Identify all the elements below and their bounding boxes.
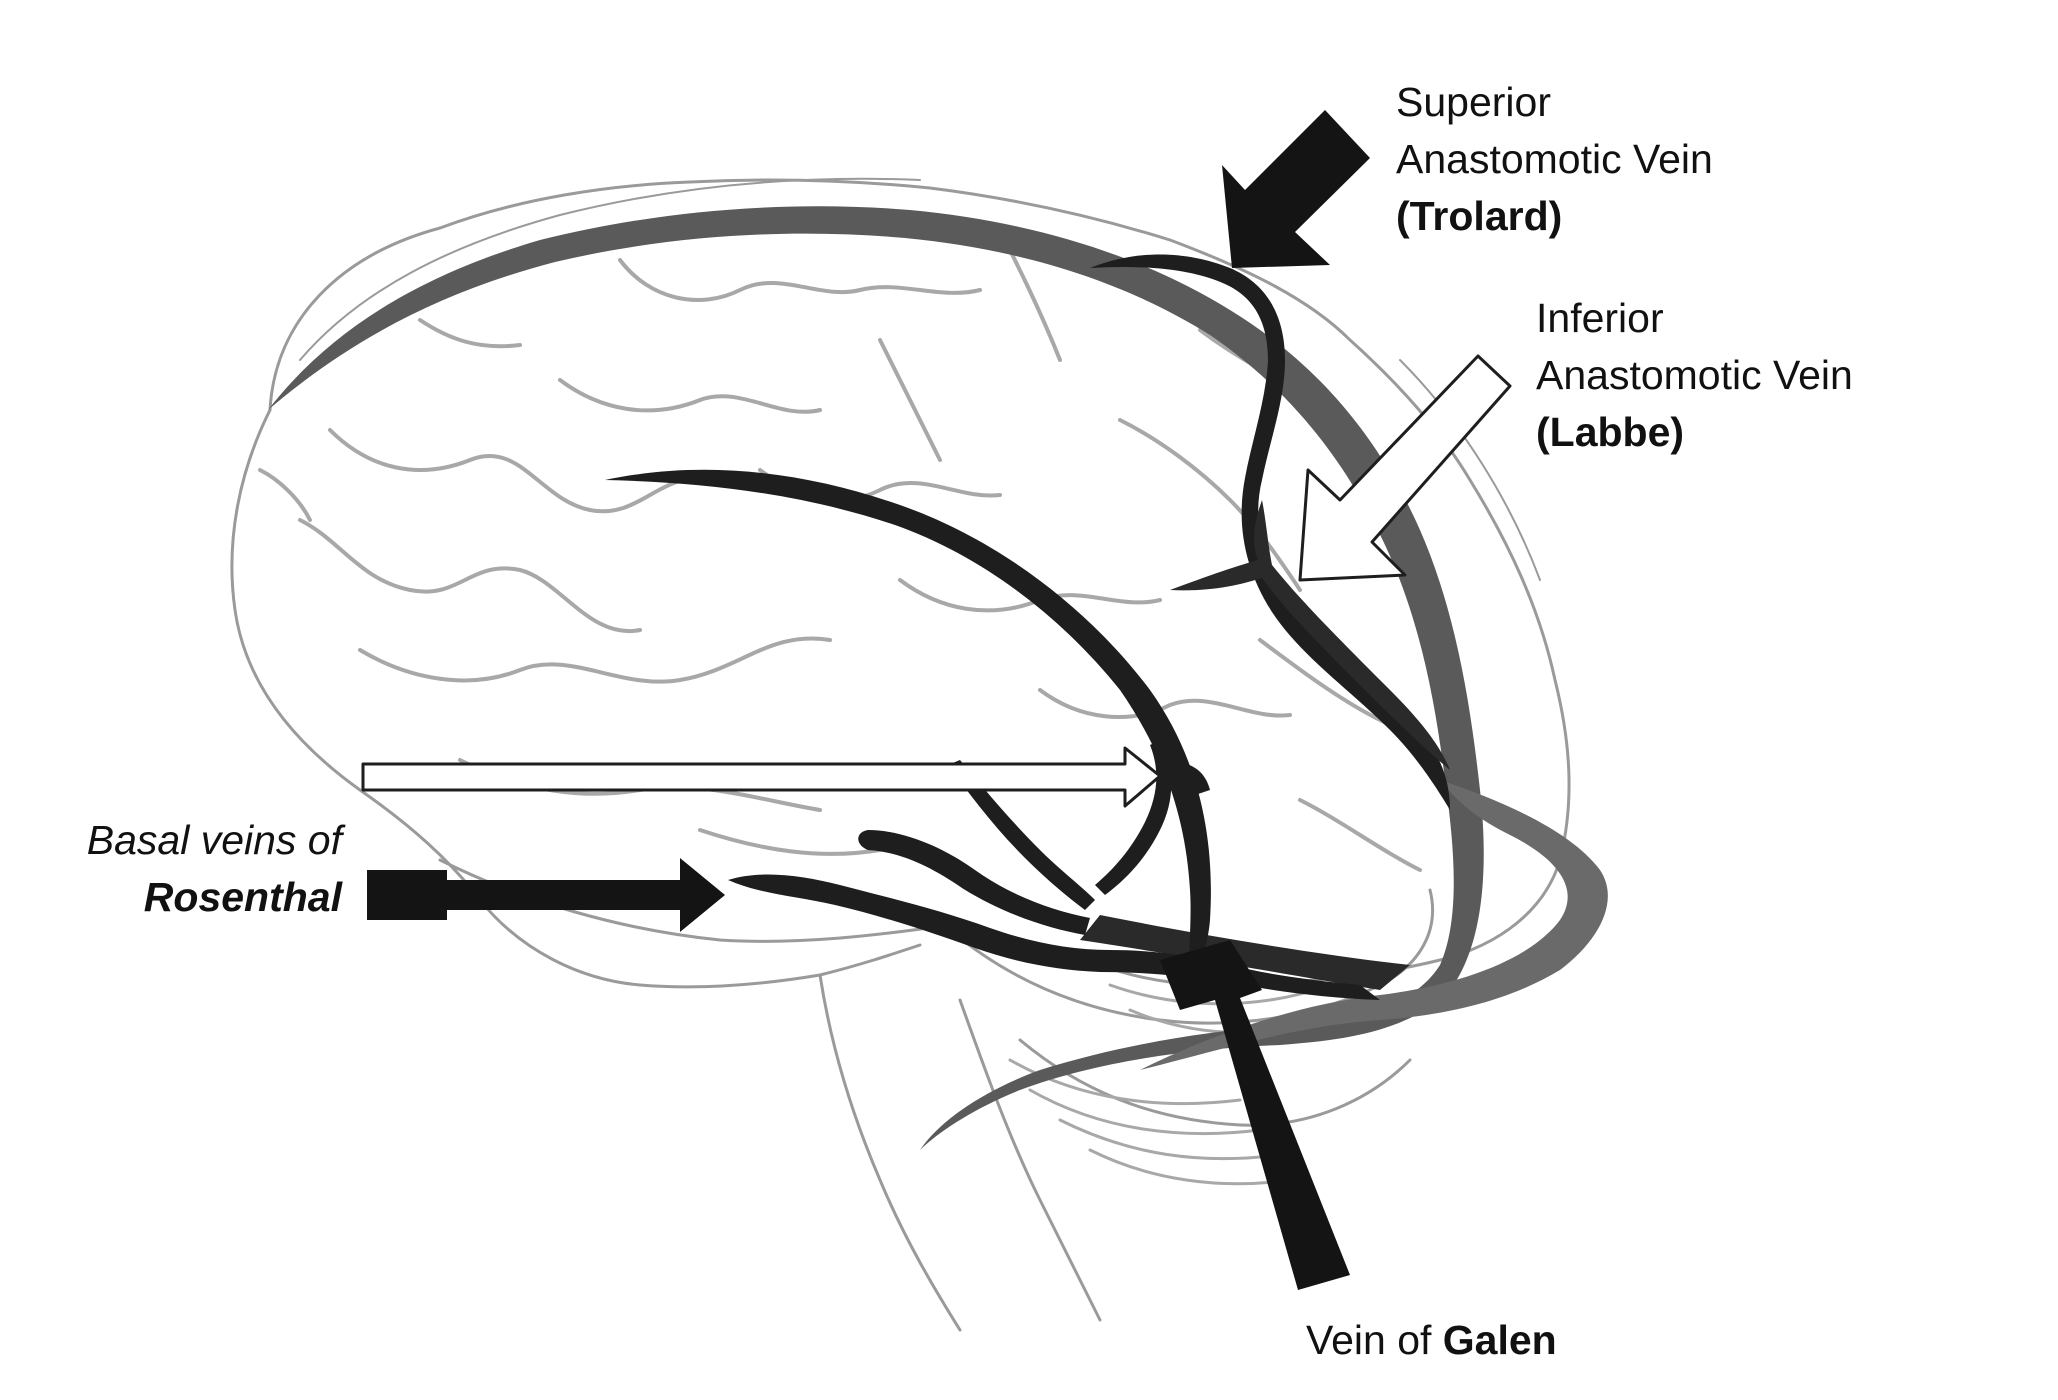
label-trolard-line3: (Trolard) (1396, 193, 1563, 239)
label-labbe-line1: Inferior (1536, 295, 1664, 341)
transverse-sinus (1140, 780, 1608, 1070)
label-labbe-line3: (Labbe) (1536, 409, 1685, 455)
vein-trolard (1090, 254, 1450, 810)
label-trolard-line2: Anastomotic Vein (1396, 136, 1713, 182)
arrow-trolard (1222, 110, 1370, 268)
label-galen-name: Galen (1442, 1317, 1557, 1363)
label-labbe-line2: Anastomotic Vein (1536, 352, 1853, 398)
label-trolard-line1: Superior (1396, 79, 1551, 125)
label-labbe: Inferior Anastomotic Vein (Labbe) (1536, 290, 1853, 461)
brain-outline (230, 177, 1571, 1332)
label-trolard: Superior Anastomotic Vein (Trolard) (1396, 74, 1713, 245)
label-galen-prefix: Vein of (1306, 1317, 1443, 1363)
straight-sinus (1080, 915, 1410, 990)
arrows (361, 110, 1512, 1290)
label-rosenthal: Basal veins of Rosenthal (87, 812, 342, 926)
arrow-labbe (1298, 354, 1512, 582)
basal-vein-branch (858, 830, 1090, 935)
vein-labbe (1170, 500, 1450, 770)
label-rosenthal-line1: Basal veins of (86, 817, 342, 863)
arrow-galen (1160, 940, 1350, 1290)
basal-vein-rosenthal (728, 874, 1380, 1000)
label-rosenthal-line2: Rosenthal (143, 874, 342, 920)
label-galen: Vein of Galen (1306, 1312, 1557, 1369)
internal-cerebral-vein (605, 469, 1211, 975)
arrow-rosenthal (367, 858, 725, 932)
arrow-internal-cerebral (361, 746, 1162, 808)
venous-sinuses (268, 206, 1608, 1150)
arrow-rosenthal-tail (367, 870, 447, 920)
